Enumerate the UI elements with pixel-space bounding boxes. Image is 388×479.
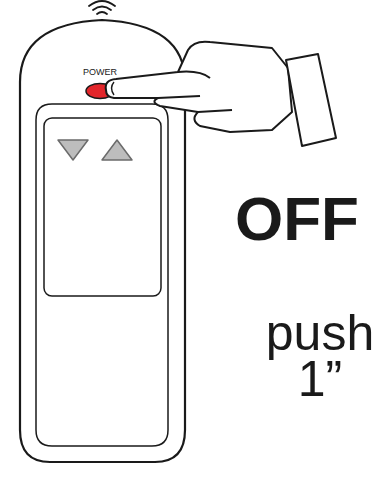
button-panel <box>44 118 161 296</box>
hand <box>106 42 336 146</box>
signal-waves <box>89 1 115 14</box>
state-label: OFF <box>212 188 382 250</box>
button-label: POWER <box>70 68 130 77</box>
up-button <box>102 140 132 160</box>
remote-inner-outline <box>36 104 168 446</box>
down-button <box>58 140 88 160</box>
instruction-label: push 1” <box>258 310 382 402</box>
